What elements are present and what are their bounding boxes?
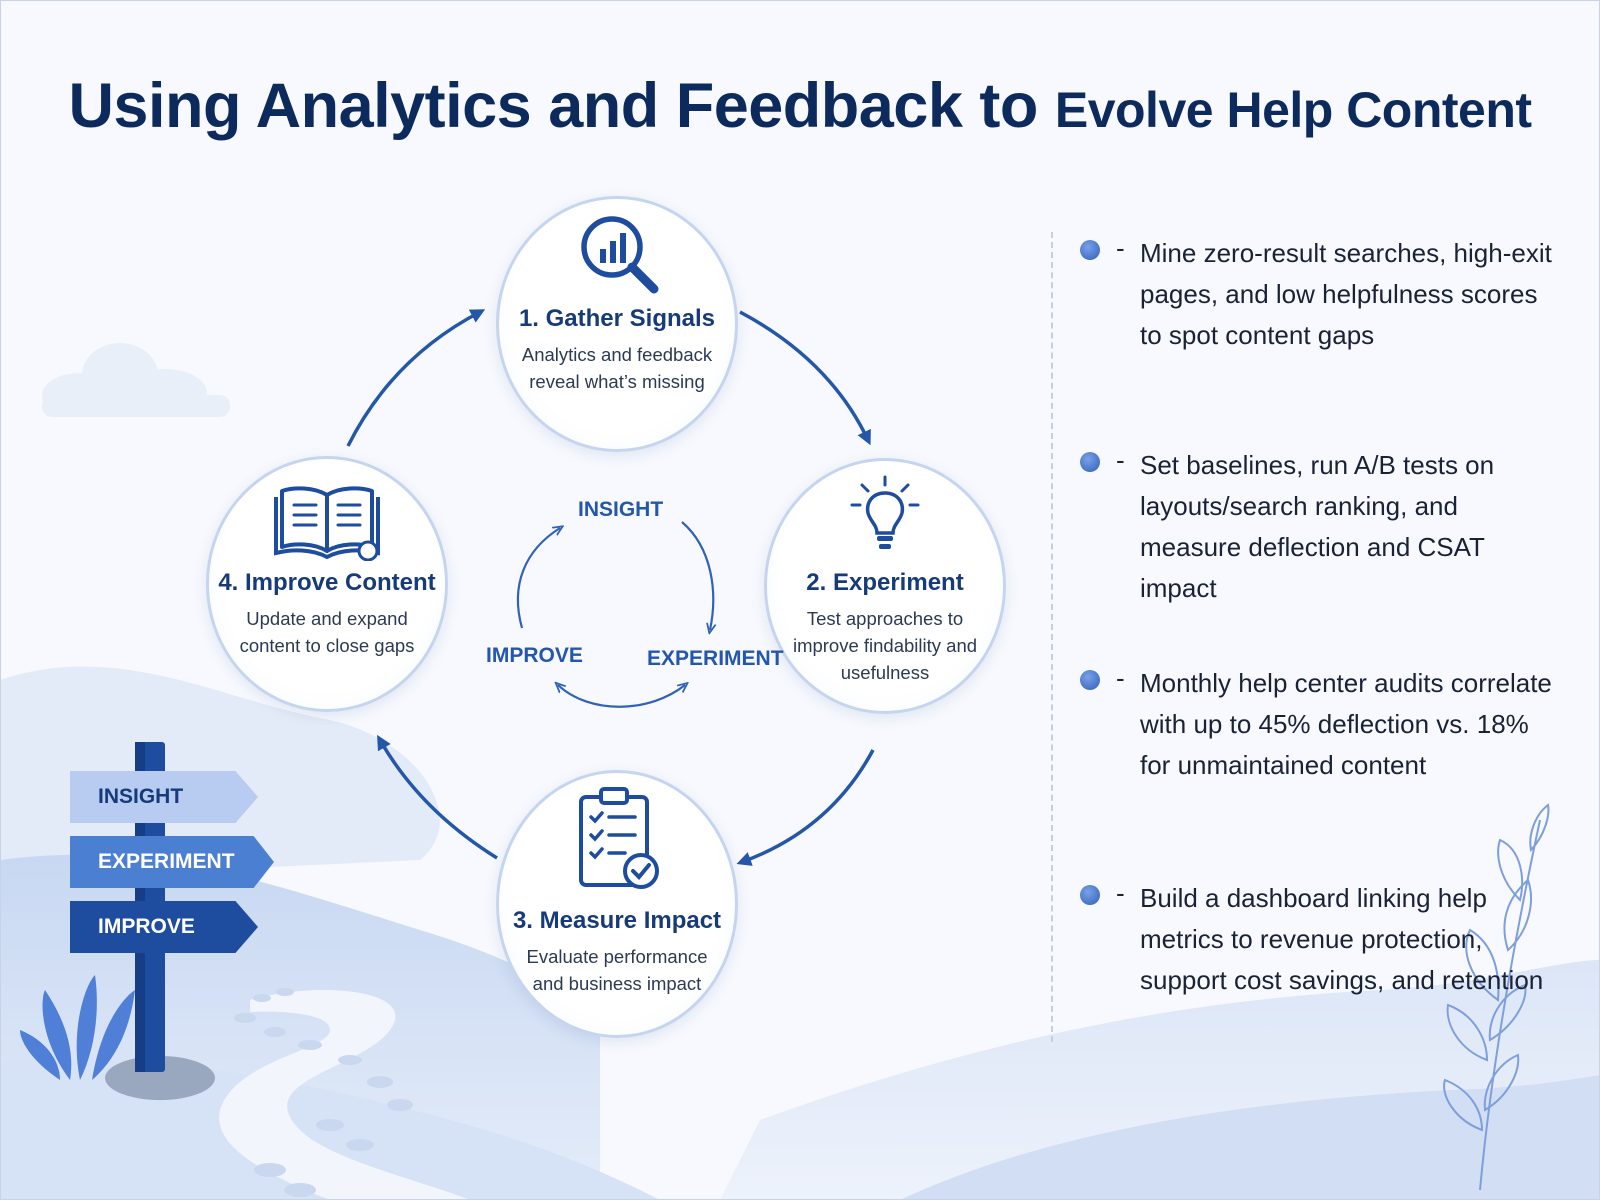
bullet-text: Mine zero-result searches, high-exit pag… [1140,238,1552,350]
magnifier-chart-icon [581,216,659,294]
bullet-dot [1080,240,1100,260]
clipboard-check-icon [579,787,659,889]
bullet-dash: - [1116,233,1125,263]
step-3-description: Evaluate performance and business impact [526,946,708,994]
bullet-dash: - [1116,445,1125,475]
hill-front-right [900,1075,1600,1200]
signpost-improve: IMPROVE [70,901,258,953]
step-1-title: 1. Gather Signals [518,305,716,332]
column-divider [1051,232,1053,1042]
step-gather-signals: 1. Gather Signals Analytics and feedback… [496,196,738,452]
inner-label-insight: INSIGHT [578,498,664,521]
step-1-description: Analytics and feedback reveal what’s mis… [521,344,713,392]
bullet-dot [1080,452,1100,472]
bullet-dash: - [1116,663,1125,693]
bullet-dash: - [1116,878,1125,908]
title-part-2: Evolve Help Content [1054,82,1532,138]
step-measure-impact: 3. Measure Impact Evaluate performance a… [496,770,738,1038]
step-improve-content: 4. Improve Content Update and expand con… [206,456,448,712]
rock [105,1056,215,1100]
plant-right [1443,803,1550,1191]
footprints [234,988,413,1197]
bullet-text: Build a dashboard linking help metrics t… [1140,883,1544,995]
bullet-text: Set baselines, run A/B tests on layouts/… [1140,450,1495,603]
step-2-title: 2. Experiment [806,569,964,596]
bullet-text: Monthly help center audits correlate wit… [1140,668,1552,780]
signpost-insight: INSIGHT [70,771,258,823]
page-title: Using Analytics and Feedback to Evolve H… [0,70,1600,142]
inner-label-improve: IMPROVE [486,644,583,667]
inner-label-experiment: EXPERIMENT [647,647,784,670]
step-experiment: 2. Experiment Test approaches to improve… [764,458,1006,714]
step-4-title: 4. Improve Content [218,569,436,596]
step-2-description: Test approaches to improve findability a… [792,608,978,683]
lightbulb-icon [850,475,920,549]
step-4-description: Update and expand content to close gaps [239,608,415,656]
title-part-1: Using Analytics and Feedback to [68,71,1038,141]
open-book-icon [274,486,380,561]
plant-left [20,975,135,1080]
winding-path [219,990,470,1200]
bullet-dot [1080,670,1100,690]
signpost-experiment: EXPERIMENT [70,836,274,888]
bullet-dot [1080,885,1100,905]
cloud-left [42,343,230,417]
step-3-title: 3. Measure Impact [512,907,722,934]
